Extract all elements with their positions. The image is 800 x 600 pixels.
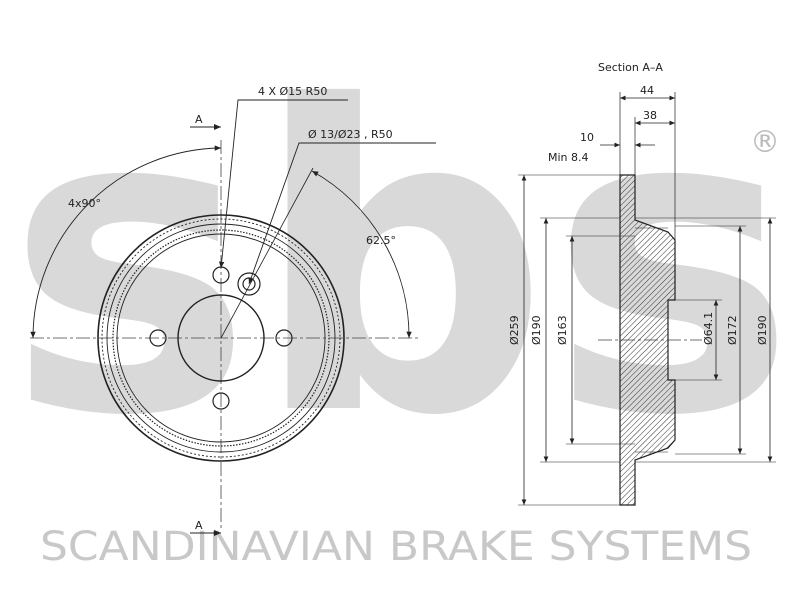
disc-outer-ring (101, 218, 341, 458)
min-thickness-label: Min 8.4 (548, 151, 589, 164)
pilot-angle-arc (311, 170, 412, 339)
front-view: A A 4 X Ø15 R50 Ø 13/Ø23 , R50 4x90° 62.… (30, 85, 436, 536)
hole-spacing-arc (30, 145, 222, 339)
center-bore (177, 294, 265, 382)
section-marker-top: A (195, 113, 203, 126)
hat-diameter-label: Ø190 (756, 315, 769, 345)
center-bore-label: Ø64.1 (702, 312, 715, 345)
disc-hat-edge (116, 233, 326, 443)
overall-height-label: 44 (640, 84, 654, 97)
sbs-watermark-logo: sbs (6, 19, 796, 508)
pilot-angle-leader (220, 167, 314, 339)
disc-inner-ring (112, 229, 330, 447)
section-title: Section A–A (598, 61, 663, 74)
footer-brand-name: SCANDINAVIAN BRAKE SYSTEMS (40, 524, 752, 570)
registered-mark: ® (750, 125, 780, 160)
pilot-hole-label: Ø 13/Ø23 , R50 (308, 128, 393, 141)
bolt-hole-leader (218, 99, 348, 269)
bolt-hole-label: 4 X Ø15 R50 (258, 85, 327, 98)
pilot-hole-outer (237, 272, 261, 296)
hat-height-label: 38 (643, 109, 657, 122)
logo-text: sbs (6, 19, 796, 508)
outer-diameter-label: Ø259 (508, 315, 521, 345)
section-view: Section A–A 44 38 10 Min 8.4 Ø259 Ø190 Ø… (508, 61, 776, 506)
bolt-hole-bottom (212, 392, 230, 410)
hat-outer-label: Ø172 (726, 315, 739, 345)
pilot-angle-label: 62.5° (366, 234, 396, 247)
thickness-label: 10 (580, 131, 594, 144)
section-marker-bottom: A (195, 519, 203, 532)
disc-section-profile (619, 174, 676, 506)
friction-inner-label: Ø190 (530, 315, 543, 345)
disc-friction-ring (106, 223, 336, 453)
pilot-hole-leader (248, 142, 436, 285)
friction-inner-2-label: Ø163 (556, 315, 569, 345)
disc-outer-edge (97, 214, 345, 462)
bolt-hole-right (275, 329, 293, 347)
hole-spacing-label: 4x90° (68, 197, 101, 210)
